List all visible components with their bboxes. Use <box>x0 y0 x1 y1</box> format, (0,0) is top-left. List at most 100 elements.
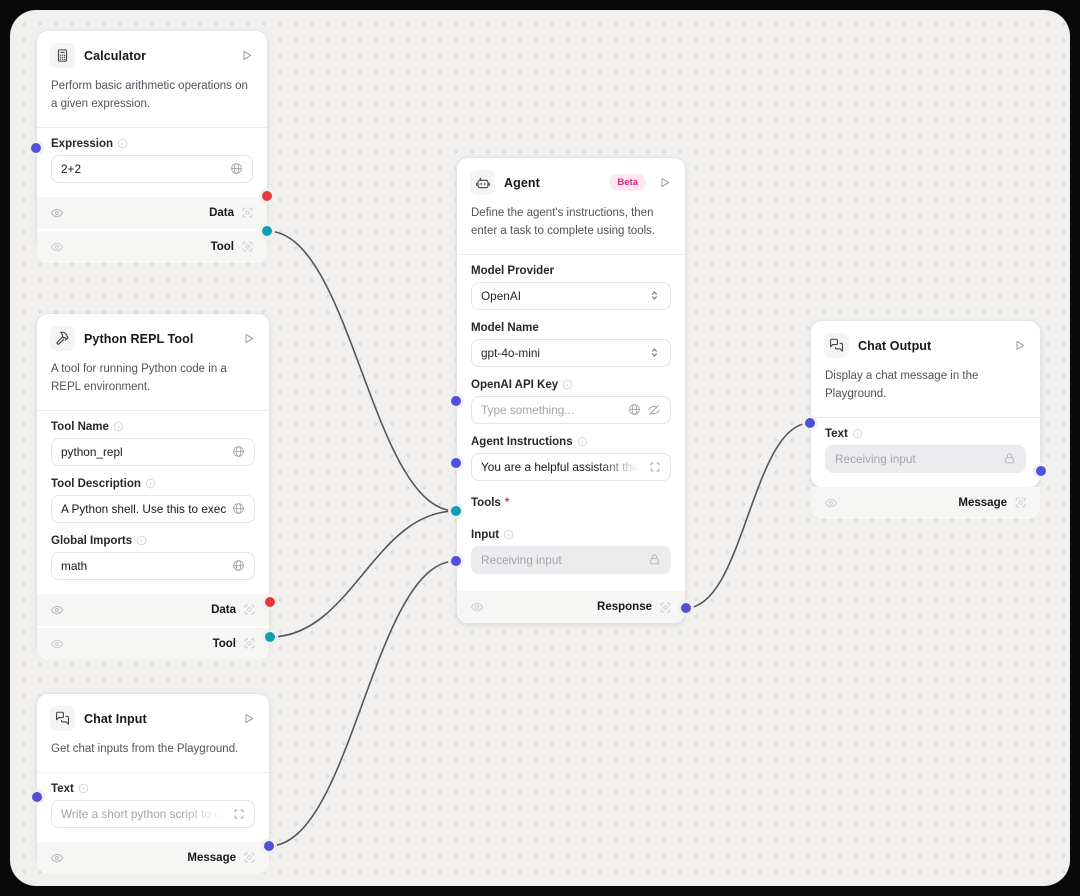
globe-icon[interactable] <box>628 403 641 416</box>
global-imports-input[interactable]: math <box>51 551 255 580</box>
play-icon[interactable] <box>241 331 256 346</box>
info-icon <box>503 529 514 540</box>
output-row-data: Data <box>37 593 269 626</box>
eye-icon[interactable] <box>824 496 838 510</box>
handle-agent-tools-input[interactable] <box>451 506 461 516</box>
node-description: A tool for running Python code in a REPL… <box>51 363 227 393</box>
handle-python-data-output[interactable] <box>265 597 275 607</box>
inspect-icon[interactable] <box>241 206 254 219</box>
model-name-select[interactable]: gpt-4o-mini <box>471 338 671 367</box>
globe-icon[interactable] <box>230 162 243 175</box>
handle-chatinput-message-output[interactable] <box>264 841 274 851</box>
lock-icon <box>1003 452 1016 465</box>
node-python-repl-tool[interactable]: Python REPL Tool A tool for running Pyth… <box>36 313 270 660</box>
text-input[interactable]: Write a short python script to calcu <box>51 799 255 828</box>
handle-agent-input-input[interactable] <box>451 556 461 566</box>
field-label: Text <box>825 427 848 440</box>
node-agent[interactable]: Agent Beta Define the agent's instructio… <box>456 157 686 624</box>
field-label: Input <box>471 528 500 541</box>
output-label: Response <box>597 601 652 613</box>
handle-calculator-data-output[interactable] <box>262 191 272 201</box>
inspect-icon[interactable] <box>243 851 256 864</box>
bot-icon <box>470 170 495 195</box>
eye-icon[interactable] <box>470 600 484 614</box>
edge-chatinput-message-to-agent-input[interactable] <box>268 560 457 847</box>
agent-input-field: Receiving input <box>471 545 671 574</box>
globe-icon[interactable] <box>232 445 245 458</box>
handle-agent-apikey-input[interactable] <box>451 396 461 406</box>
required-asterisk: * <box>504 496 510 509</box>
output-label: Tool <box>212 637 236 650</box>
edge-python-tool-to-agent-tools[interactable] <box>269 510 457 638</box>
chevrons-up-down-icon <box>648 289 661 302</box>
output-row-data: Data <box>37 196 267 229</box>
agent-instructions-input[interactable]: You are a helpful assistant that can <box>471 452 671 481</box>
handle-python-tool-output[interactable] <box>265 632 275 642</box>
globe-icon[interactable] <box>232 502 245 515</box>
handle-calculator-tool-output[interactable] <box>262 226 272 236</box>
inspect-icon[interactable] <box>1014 496 1027 509</box>
handle-agent-instructions-input[interactable] <box>451 458 461 468</box>
inspect-icon[interactable] <box>659 601 672 614</box>
info-icon <box>562 379 573 390</box>
eye-off-icon[interactable] <box>647 403 661 417</box>
hammer-icon <box>50 326 75 351</box>
node-calculator[interactable]: Calculator Perform basic arithmetic oper… <box>36 30 268 263</box>
tool-name-input[interactable]: python_repl <box>51 437 255 466</box>
expression-input[interactable]: 2+2 <box>51 154 253 183</box>
chat-output-text-field: Receiving input <box>825 444 1026 473</box>
messages-icon <box>50 706 75 731</box>
node-title: Chat Input <box>84 711 147 726</box>
expand-icon[interactable] <box>649 461 661 473</box>
field-label: Tool Name <box>51 420 109 433</box>
node-title: Agent <box>504 175 540 190</box>
eye-icon[interactable] <box>50 603 64 617</box>
node-title: Python REPL Tool <box>84 331 194 346</box>
handle-chatoutput-message-output[interactable] <box>1036 466 1046 476</box>
output-row-message: Message <box>811 486 1040 519</box>
eye-icon[interactable] <box>50 851 64 865</box>
chevrons-up-down-icon <box>648 346 661 359</box>
node-chat-output[interactable]: Chat Output Display a chat message in th… <box>810 320 1041 519</box>
play-icon[interactable] <box>1012 338 1027 353</box>
tool-description-input[interactable]: A Python shell. Use this to execut... <box>51 494 255 523</box>
expand-icon[interactable] <box>233 808 245 820</box>
handle-chatoutput-text-input[interactable] <box>805 418 815 428</box>
output-row-message: Message <box>37 841 269 874</box>
globe-icon[interactable] <box>232 559 245 572</box>
info-icon <box>852 428 863 439</box>
output-row-tool: Tool <box>37 627 269 660</box>
inspect-icon[interactable] <box>243 637 256 650</box>
edge-calculator-tool-to-agent-tools[interactable] <box>266 230 457 512</box>
info-icon <box>113 421 124 432</box>
eye-icon[interactable] <box>50 206 64 220</box>
node-chat-input[interactable]: Chat Input Get chat inputs from the Play… <box>36 693 270 874</box>
field-label: Tools <box>471 496 501 509</box>
node-description: Perform basic arithmetic operations on a… <box>51 80 248 110</box>
field-label: Tool Description <box>51 477 141 490</box>
field-label: Text <box>51 782 74 795</box>
handle-calculator-expression-input[interactable] <box>31 143 41 153</box>
beta-badge: Beta <box>609 174 646 191</box>
field-label: Global Imports <box>51 534 133 547</box>
handle-agent-response-output[interactable] <box>681 603 691 613</box>
inspect-icon[interactable] <box>241 240 254 253</box>
info-icon <box>136 535 147 546</box>
inspect-icon[interactable] <box>243 603 256 616</box>
play-icon[interactable] <box>657 175 672 190</box>
node-description: Get chat inputs from the Playground. <box>51 743 239 755</box>
model-provider-select[interactable]: OpenAI <box>471 281 671 310</box>
info-icon <box>78 783 89 794</box>
edge-agent-response-to-chatoutput-text[interactable] <box>685 422 811 609</box>
play-icon[interactable] <box>241 711 256 726</box>
eye-icon[interactable] <box>50 240 64 254</box>
field-label: Expression <box>51 137 113 150</box>
calculator-icon <box>50 43 75 68</box>
openai-api-key-input[interactable]: Type something... <box>471 395 671 424</box>
play-icon[interactable] <box>239 48 254 63</box>
node-description: Define the agent's instructions, then en… <box>471 207 656 237</box>
output-label: Message <box>958 496 1007 509</box>
eye-icon[interactable] <box>50 637 64 651</box>
handle-chatinput-text-input[interactable] <box>32 792 42 802</box>
